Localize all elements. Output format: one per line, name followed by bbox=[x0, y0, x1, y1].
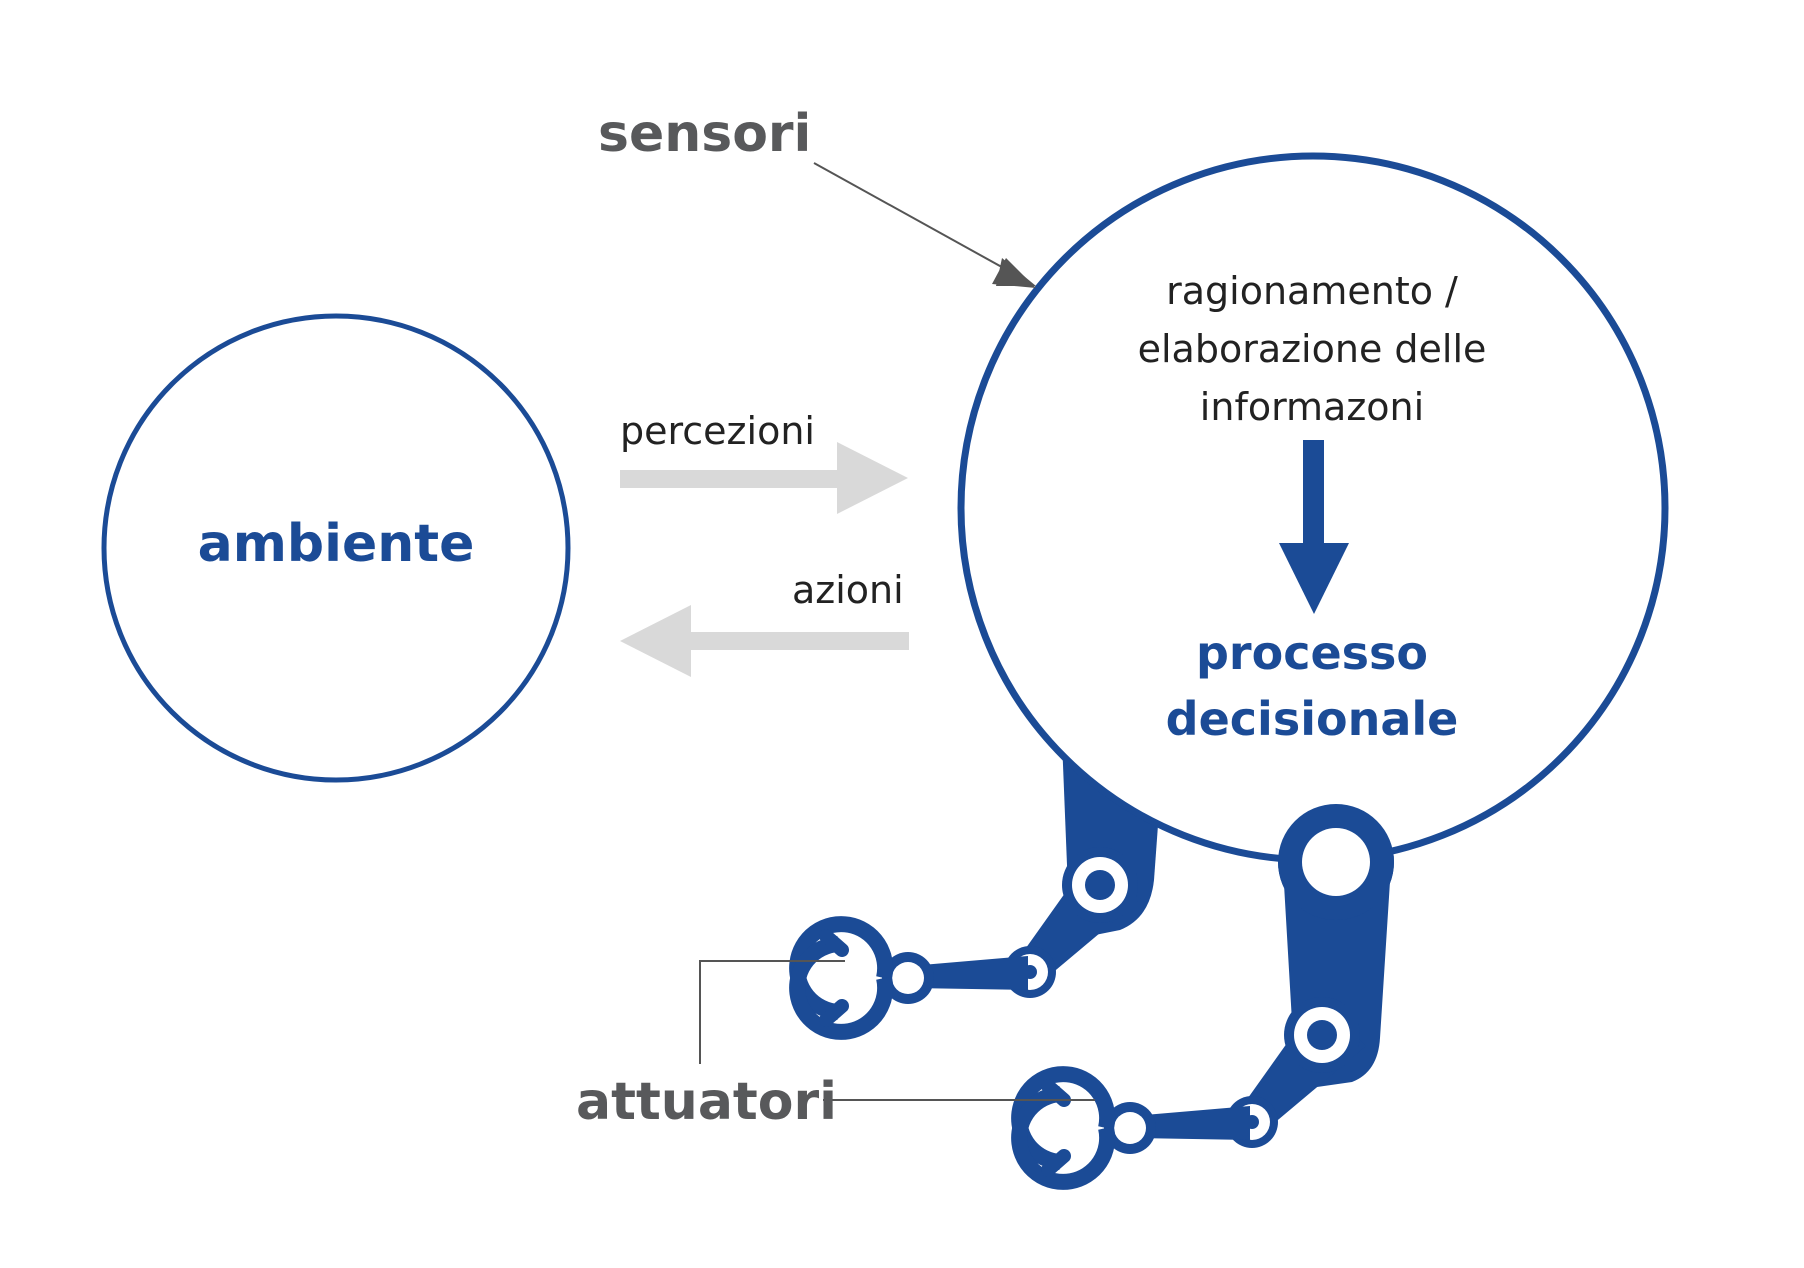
actuators-pointer-lines bbox=[699, 960, 1095, 1101]
reasoning-line-1: ragionamento / bbox=[1166, 269, 1458, 313]
decision-line-1: processo bbox=[1195, 626, 1429, 680]
environment-label: ambiente bbox=[197, 514, 475, 574]
environment-circle bbox=[101, 313, 571, 783]
actuators-label: attuatori bbox=[576, 1072, 837, 1132]
reasoning-line-2: elaborazione delle bbox=[1137, 327, 1487, 371]
perceptions-arrow-icon bbox=[620, 442, 908, 514]
sensors-pointer-icon bbox=[813, 162, 1036, 288]
reasoning-to-decision-arrow-icon bbox=[1279, 440, 1349, 614]
reasoning-line-3: informazoni bbox=[1199, 385, 1425, 429]
perceptions-label: percezioni bbox=[620, 409, 815, 453]
sensors-label: sensori bbox=[598, 104, 812, 164]
decision-text-block: processo decisionale bbox=[1166, 620, 1459, 752]
reasoning-text-block: ragionamento / elaborazione delle inform… bbox=[1138, 262, 1487, 436]
actions-arrow-icon bbox=[620, 605, 909, 677]
actions-label: azioni bbox=[792, 568, 904, 612]
robot-arm-right-shoulder bbox=[1278, 804, 1394, 920]
decision-line-2: decisionale bbox=[1165, 692, 1459, 746]
